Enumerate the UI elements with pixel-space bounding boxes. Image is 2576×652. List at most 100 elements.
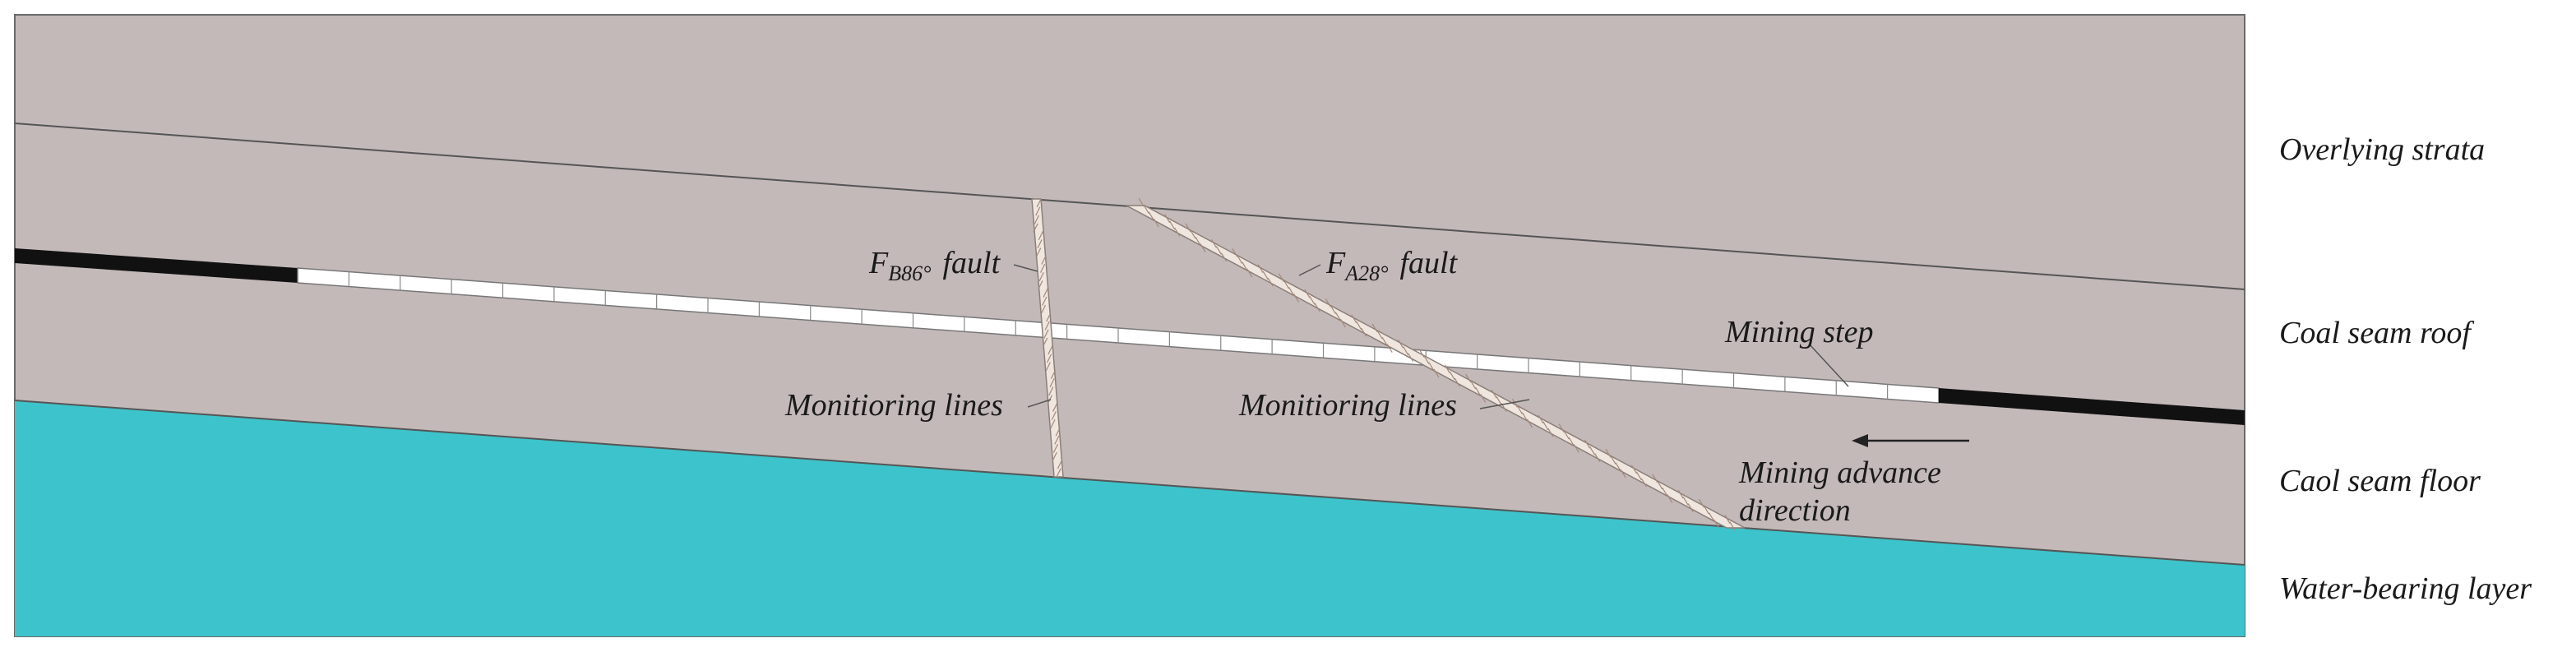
fault-fragment bbox=[1044, 321, 1050, 331]
fault-fragment bbox=[1267, 277, 1274, 287]
fault-fragment bbox=[1143, 205, 1149, 214]
fault-fragment bbox=[1704, 506, 1710, 515]
fault-fragment bbox=[1687, 503, 1694, 512]
fault-fragment bbox=[1433, 368, 1440, 378]
layer-label-coal-seam-floor: Caol seam floor bbox=[2279, 464, 2481, 498]
fault-fragment bbox=[1037, 239, 1043, 249]
fault-fragment bbox=[1174, 227, 1181, 237]
fault-fragment bbox=[1050, 419, 1056, 429]
fault-fragment bbox=[1049, 378, 1055, 388]
fault-fragment bbox=[1242, 261, 1248, 271]
fault-fragment bbox=[1630, 465, 1637, 474]
fault-fragment bbox=[1526, 418, 1533, 428]
fault-fragment bbox=[1371, 323, 1378, 333]
fault-fragment bbox=[1210, 238, 1217, 248]
fault-fragment bbox=[1465, 373, 1472, 383]
coal-seam-left bbox=[15, 248, 298, 283]
fault-fragment bbox=[1605, 448, 1612, 458]
fault-fragment bbox=[1052, 443, 1059, 453]
fault-fragment bbox=[1563, 430, 1570, 440]
fault-fragment bbox=[1475, 386, 1482, 396]
fault-fragment bbox=[1038, 272, 1044, 282]
fault-fragment bbox=[1169, 220, 1176, 230]
fault-fragment bbox=[1036, 198, 1042, 208]
fault-fragment bbox=[1040, 304, 1047, 314]
fault-fragment bbox=[1516, 405, 1523, 414]
fault-fragment bbox=[1325, 298, 1331, 308]
fault-fragment bbox=[1558, 423, 1565, 433]
fault-fragment bbox=[1339, 318, 1346, 328]
fault-fragment bbox=[1304, 289, 1311, 298]
fault-fragment bbox=[1402, 346, 1409, 355]
fault-fragment bbox=[1729, 521, 1736, 531]
leader-fault-a28 bbox=[1298, 264, 1321, 276]
advance-arrow-head bbox=[1852, 434, 1868, 447]
fault-fragment bbox=[1709, 512, 1715, 522]
leader-mining-step bbox=[1808, 343, 1849, 387]
fault-fragment bbox=[1573, 444, 1579, 453]
fault-fragment bbox=[1190, 229, 1196, 239]
monitoring-lines-left-label: Monitioring lines bbox=[784, 388, 1003, 423]
fault-fragment bbox=[1052, 402, 1058, 412]
fault-fragment bbox=[1454, 377, 1460, 387]
fault-fragment bbox=[1386, 344, 1393, 353]
leader-fault-b86 bbox=[1013, 264, 1038, 272]
fault-fragment bbox=[1164, 214, 1171, 224]
fault-fragment bbox=[1041, 255, 1047, 265]
fault-fragment bbox=[1408, 353, 1414, 362]
fault-fragment bbox=[1584, 439, 1591, 449]
fault-fragment bbox=[1470, 380, 1477, 390]
fault-fragment bbox=[1200, 243, 1206, 252]
mining-step-dividers bbox=[348, 271, 1889, 400]
fault-fragment bbox=[1480, 394, 1487, 403]
fault-fragment bbox=[1283, 280, 1290, 289]
fault-fragment bbox=[1657, 480, 1663, 490]
fault-fragment bbox=[1036, 247, 1042, 257]
fault-fragment bbox=[1334, 312, 1341, 321]
fault-fragment bbox=[1652, 474, 1658, 483]
fault-fragment bbox=[1148, 211, 1154, 221]
fault-fragment bbox=[1195, 237, 1201, 246]
fault-fragment bbox=[1215, 246, 1222, 255]
fault-fragment bbox=[1667, 494, 1673, 503]
fault-fragment bbox=[1035, 206, 1041, 216]
fault-fragment bbox=[1491, 389, 1497, 399]
fault-fragment bbox=[1293, 294, 1300, 303]
fault-fragment bbox=[1046, 312, 1052, 322]
layer-label-coal-seam-roof: Coal seam roof bbox=[2279, 316, 2474, 350]
fault-fragment bbox=[1449, 371, 1455, 381]
mining-step-label: Mining step bbox=[1724, 315, 1873, 349]
fault-fragment bbox=[1640, 478, 1647, 488]
fault-fragment bbox=[1052, 451, 1057, 461]
fault-fragment bbox=[1232, 248, 1238, 257]
fault-fragment bbox=[1246, 268, 1253, 278]
fault-fragment bbox=[1309, 296, 1316, 305]
fault-fragment bbox=[1620, 469, 1626, 479]
layer-label-overlying-strata: Overlying strata bbox=[2279, 132, 2485, 167]
fault-fragment bbox=[1153, 218, 1159, 228]
fault-fragment bbox=[1050, 369, 1057, 379]
fault-fragment bbox=[1699, 498, 1705, 508]
fault-fragment bbox=[1220, 252, 1227, 261]
fault-fragment bbox=[1279, 273, 1285, 283]
fault-fragment bbox=[1397, 339, 1404, 349]
fault-fragment bbox=[1511, 398, 1518, 408]
fault-fragment bbox=[1444, 364, 1450, 373]
fault-fragment bbox=[1428, 362, 1435, 372]
fault-fragment bbox=[1048, 345, 1053, 355]
fault-fragment bbox=[1381, 336, 1388, 346]
fault-fragment bbox=[1547, 428, 1554, 437]
fault-fragment bbox=[1610, 455, 1616, 465]
fault-fragment bbox=[1330, 305, 1336, 314]
fault-fragment bbox=[1615, 462, 1621, 472]
fault-fragment bbox=[1257, 264, 1264, 274]
fault-fragment bbox=[1034, 215, 1040, 224]
fault-fragment bbox=[1376, 330, 1383, 340]
fault-b86-texture bbox=[1033, 198, 1063, 478]
fault-fragment bbox=[1542, 421, 1549, 431]
fault-fragment bbox=[1056, 468, 1061, 478]
fault-fragment bbox=[1418, 348, 1425, 358]
fault-fragment bbox=[1361, 327, 1367, 337]
fault-fragment bbox=[1351, 314, 1357, 323]
